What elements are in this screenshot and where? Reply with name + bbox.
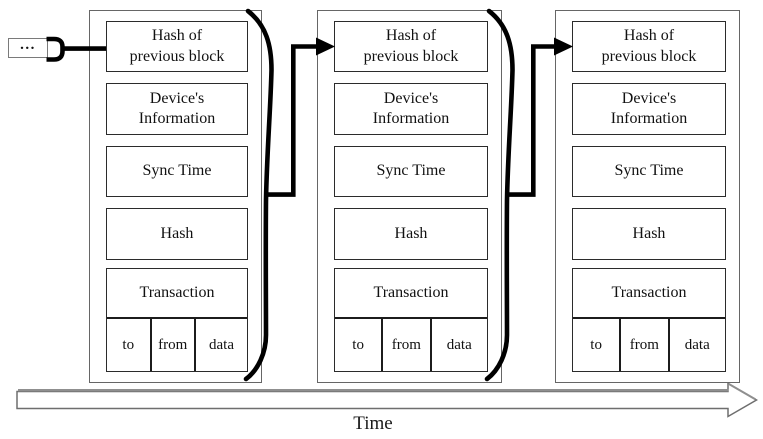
device-information-label: Device's Information (138, 89, 216, 127)
to-label: to (352, 336, 364, 353)
transaction-to-cell: to (107, 319, 150, 371)
hash-of-previous-block-label: Hash of previous block (601, 27, 697, 65)
transaction-label-cell: Transaction (573, 269, 725, 319)
hash-of-previous-block-label: Hash of previous block (363, 27, 459, 65)
timeline-arrow-body (16, 382, 758, 418)
transaction-from-cell: from (381, 319, 429, 371)
transaction-cells-row: to from data (107, 319, 247, 371)
block-2: Hash of previous block Device's Informat… (317, 10, 502, 383)
transaction-cells-row: to from data (335, 319, 487, 371)
transaction-label: Transaction (139, 284, 215, 301)
transaction-data-cell: data (194, 319, 247, 371)
sync-time-box: Sync Time (572, 146, 726, 197)
sync-time-box: Sync Time (106, 146, 248, 197)
hash-label: Hash (394, 224, 428, 242)
device-information-box: Device's Information (572, 83, 726, 135)
transaction-to-cell: to (573, 319, 619, 371)
hash-box: Hash (106, 208, 248, 260)
connector-clamp-icon (46, 36, 65, 62)
sync-time-label: Sync Time (614, 162, 684, 180)
hash-of-previous-block-label: Hash of previous block (129, 27, 225, 65)
from-label: from (391, 336, 421, 353)
block1-elbow-line (264, 44, 317, 197)
hash-label: Hash (160, 224, 194, 242)
transaction-label-cell: Transaction (107, 269, 247, 319)
sync-time-box: Sync Time (334, 146, 488, 197)
sync-time-label: Sync Time (142, 162, 212, 180)
timeline-arrow (16, 382, 758, 418)
transaction-box: Transaction to from data (106, 268, 248, 372)
transaction-label: Transaction (373, 284, 449, 301)
transaction-label-cell: Transaction (335, 269, 487, 319)
sync-time-label: Sync Time (376, 162, 446, 180)
hash-box: Hash (572, 208, 726, 260)
timeline-label: Time (353, 413, 393, 434)
hash-box: Hash (334, 208, 488, 260)
data-label: data (209, 336, 234, 353)
timeline-arrowhead-top-shade (727, 382, 757, 401)
block-1: Hash of previous block Device's Informat… (89, 10, 262, 383)
to-label: to (590, 336, 602, 353)
block2-elbow-line (505, 44, 555, 197)
previous-chain-box: ... (8, 38, 48, 58)
transaction-to-cell: to (335, 319, 381, 371)
transaction-data-cell: data (667, 319, 726, 371)
from-label: from (629, 336, 659, 353)
data-label: data (684, 336, 710, 353)
transaction-from-cell: from (149, 319, 195, 371)
transaction-box: Transaction to from data (572, 268, 726, 372)
device-information-box: Device's Information (334, 83, 488, 135)
from-label: from (158, 336, 188, 353)
device-information-label: Device's Information (372, 89, 450, 127)
transaction-label: Transaction (611, 284, 687, 301)
transaction-from-cell: from (619, 319, 667, 371)
transaction-cells-row: to from data (573, 319, 725, 371)
transaction-data-cell: data (429, 319, 488, 371)
to-label: to (122, 336, 135, 353)
transaction-box: Transaction to from data (334, 268, 488, 372)
block-3: Hash of previous block Device's Informat… (555, 10, 740, 383)
hash-of-previous-block-box: Hash of previous block (334, 21, 488, 72)
hash-label: Hash (632, 224, 666, 242)
device-information-label: Device's Information (610, 89, 688, 127)
hash-of-previous-block-box: Hash of previous block (572, 21, 726, 72)
device-information-box: Device's Information (106, 83, 248, 135)
data-label: data (446, 336, 472, 353)
hash-of-previous-block-box: Hash of previous block (106, 21, 248, 72)
